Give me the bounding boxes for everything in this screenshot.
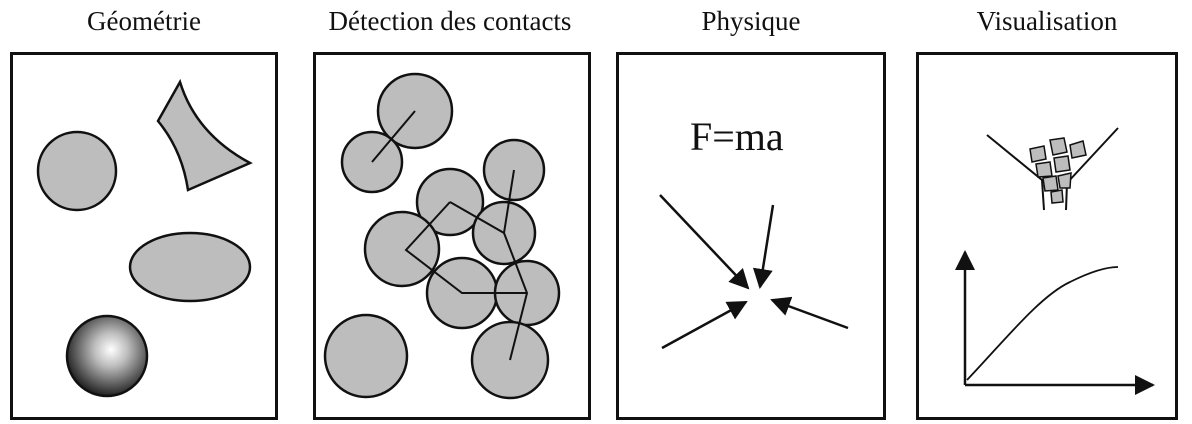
panel-title-detection: Détection des contacts — [328, 6, 572, 36]
panel-title-physique: Physique — [701, 6, 801, 36]
granular-particles — [1029, 137, 1087, 204]
plot-curve — [966, 266, 1119, 381]
ellipse-shape — [128, 231, 252, 303]
force-arrows — [659, 194, 849, 350]
contact-circles — [323, 72, 561, 400]
panel-title-visualisation: Visualisation — [976, 6, 1118, 36]
circle-shape — [36, 130, 118, 212]
geometrie-shapes — [36, 78, 253, 398]
curved-polygon-shape — [156, 78, 253, 192]
contact-network — [371, 110, 529, 361]
panel-visualisation — [916, 52, 1178, 420]
panel-title-geometrie: Géométrie — [87, 6, 201, 36]
plot-axes — [955, 250, 1155, 395]
shaded-sphere-shape — [65, 314, 149, 398]
equation-text: F=ma — [690, 114, 784, 159]
panel-physique — [616, 52, 886, 420]
